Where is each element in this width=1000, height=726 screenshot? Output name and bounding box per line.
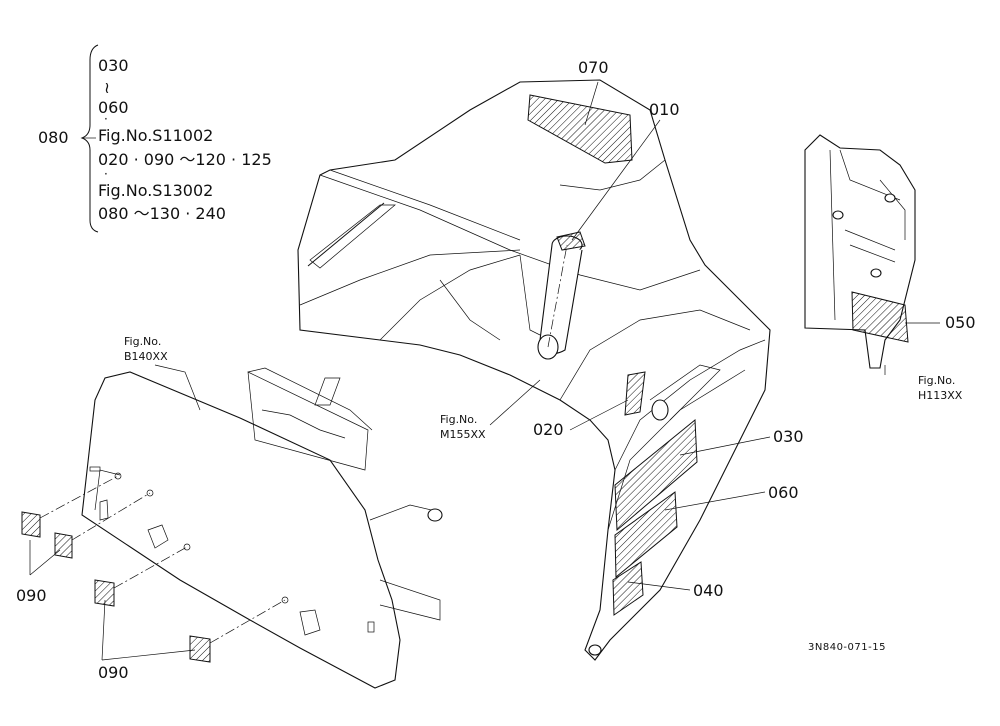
- note-080-line8: Fig.No.S13002: [98, 181, 214, 200]
- decal-090-2: [54, 532, 73, 559]
- callout-090-left: 090: [16, 586, 47, 605]
- decal-060: [614, 491, 678, 579]
- note-bracket: [80, 44, 99, 233]
- decal-050: [851, 291, 909, 343]
- fig-ref-h113-number: H113XX: [918, 389, 963, 402]
- front-grille-plate: [81, 367, 443, 689]
- callout-070: 070: [578, 58, 609, 77]
- decal-090-1: [21, 511, 41, 538]
- note-080-line9: 080 ～130 · 240: [98, 204, 226, 223]
- decal-070: [527, 94, 633, 164]
- decal-040: [612, 561, 644, 616]
- callout-030: 030: [773, 427, 804, 446]
- fig-ref-m155-number: M155XX: [440, 428, 486, 441]
- decal-090-4: [189, 635, 211, 663]
- decal-090-3: [94, 579, 115, 607]
- decal-020: [624, 371, 646, 416]
- leader-lines: [29, 81, 940, 661]
- fig-ref-b140-label: Fig.No.: [124, 335, 162, 348]
- fig-ref-h113-label: Fig.No.: [918, 374, 956, 387]
- callout-040: 040: [693, 581, 724, 600]
- decal-030: [614, 418, 698, 532]
- decal-010: [556, 231, 586, 251]
- note-080-line2: ≀: [104, 78, 110, 97]
- note-080-line4: ·: [104, 112, 108, 126]
- drawing-code: 3N840-071-15: [808, 642, 886, 653]
- note-080-line3: 060: [98, 98, 129, 117]
- note-080-line7: ·: [104, 167, 108, 181]
- note-080-line6: 020 · 090 ～120 · 125: [98, 150, 272, 169]
- callout-060: 060: [768, 483, 799, 502]
- callout-090-bottom: 090: [98, 663, 129, 682]
- note-080-line1: 030: [98, 56, 129, 75]
- note-080-line5: Fig.No.S11002: [98, 126, 214, 145]
- callout-010: 010: [649, 100, 680, 119]
- fig-ref-b140-number: B140XX: [124, 350, 168, 363]
- fig-ref-m155-label: Fig.No.: [440, 413, 478, 426]
- callout-020: 020: [533, 420, 564, 439]
- callout-080: 080: [38, 128, 69, 147]
- callout-050: 050: [945, 313, 976, 332]
